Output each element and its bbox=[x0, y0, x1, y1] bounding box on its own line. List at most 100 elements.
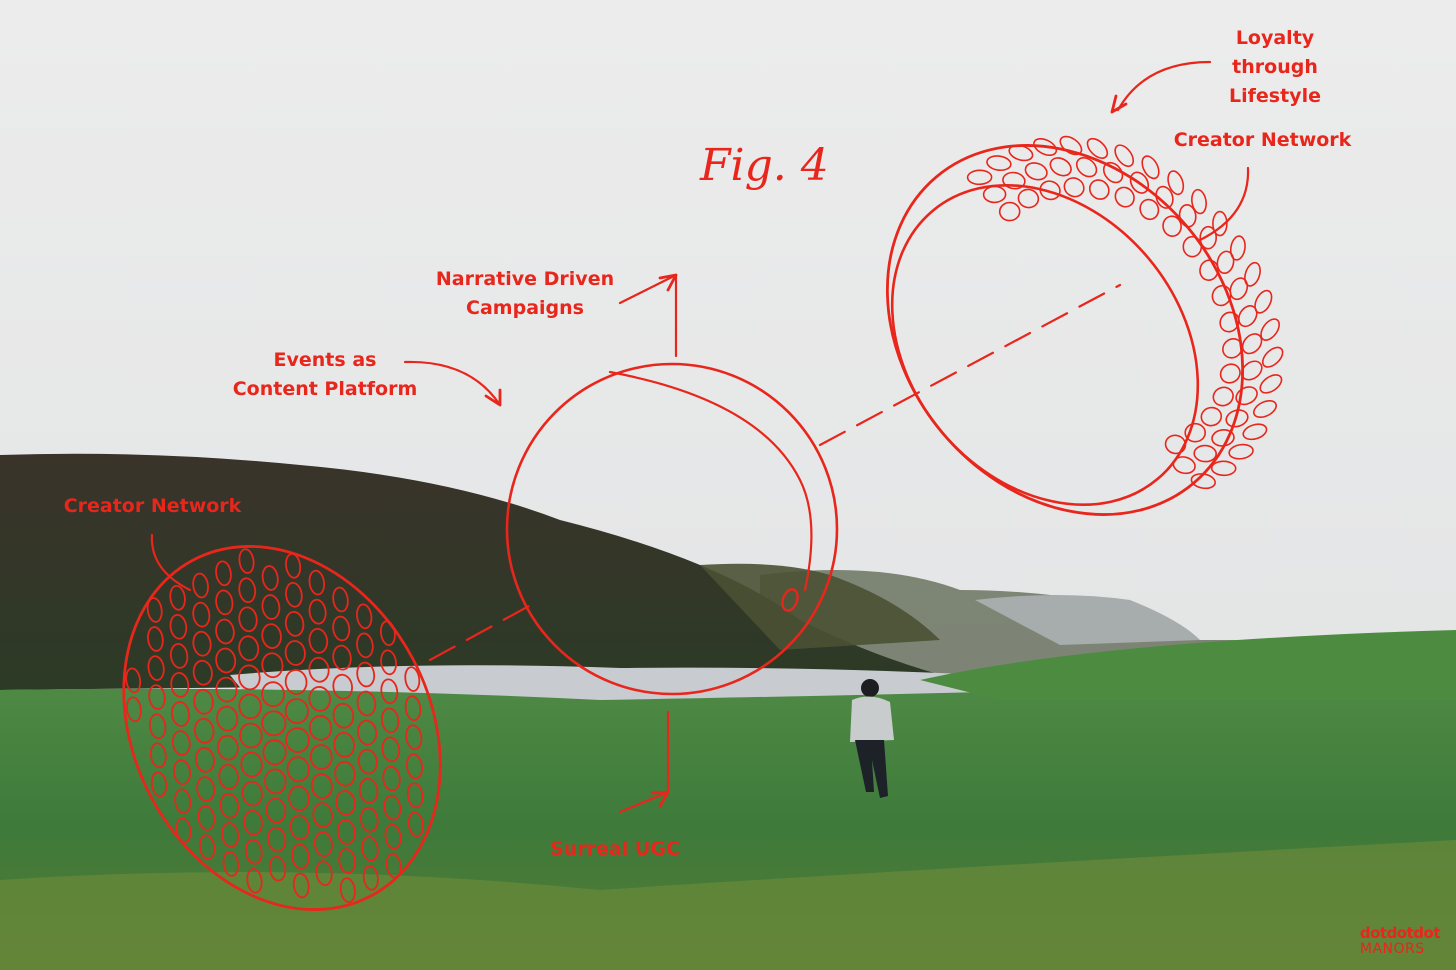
dimple bbox=[358, 777, 379, 804]
dimple bbox=[382, 765, 401, 792]
dimple bbox=[241, 780, 263, 807]
dimple bbox=[332, 673, 353, 700]
dimple bbox=[308, 569, 326, 596]
dimple bbox=[170, 672, 190, 698]
dimple bbox=[1229, 277, 1249, 301]
dimple bbox=[1219, 311, 1240, 333]
dimple bbox=[193, 717, 215, 744]
dimple bbox=[175, 817, 192, 844]
golf-ball-half-icon bbox=[122, 545, 442, 911]
narrative-arrowhead bbox=[658, 273, 678, 292]
dimple bbox=[357, 719, 378, 746]
dimple bbox=[1229, 235, 1246, 261]
dimple bbox=[193, 688, 214, 715]
dimple bbox=[239, 722, 263, 749]
dimple bbox=[356, 690, 377, 717]
dimple bbox=[215, 618, 235, 645]
dimple bbox=[292, 872, 310, 899]
dimple bbox=[308, 686, 331, 712]
dimple bbox=[332, 644, 352, 671]
dimple bbox=[1238, 305, 1258, 328]
dimple bbox=[215, 589, 234, 616]
dimple bbox=[1190, 473, 1216, 490]
dimple bbox=[405, 724, 423, 751]
dimple bbox=[173, 759, 191, 785]
brand-logo: dotdotdot MANORS bbox=[1360, 926, 1441, 957]
dimple bbox=[192, 659, 213, 686]
dimple bbox=[1211, 284, 1232, 307]
dimple bbox=[1075, 157, 1098, 178]
dimple bbox=[404, 666, 421, 692]
dimple bbox=[407, 811, 424, 838]
ugc-arrowhead bbox=[650, 790, 670, 808]
creator-right-leader bbox=[1198, 166, 1250, 242]
dimple bbox=[261, 594, 281, 620]
dimple bbox=[147, 626, 164, 652]
dimple bbox=[243, 809, 263, 836]
dimple bbox=[356, 661, 376, 688]
dimple bbox=[1155, 185, 1174, 209]
dimple bbox=[284, 698, 309, 724]
dimple bbox=[333, 731, 356, 758]
dimple bbox=[379, 620, 396, 647]
dimple bbox=[361, 835, 379, 862]
dimple bbox=[246, 867, 263, 894]
loyalty-arrowhead bbox=[1110, 94, 1128, 114]
dimple bbox=[192, 630, 212, 657]
dimple bbox=[221, 822, 240, 848]
dimple bbox=[222, 851, 240, 877]
dimple bbox=[1261, 346, 1284, 368]
dimple bbox=[1241, 360, 1263, 381]
dimple bbox=[1241, 333, 1263, 355]
dimple bbox=[1172, 456, 1196, 475]
dimple bbox=[380, 678, 399, 705]
dimple bbox=[261, 565, 279, 591]
dimple bbox=[1024, 162, 1048, 181]
dimple bbox=[198, 834, 216, 860]
dimple bbox=[1059, 135, 1083, 156]
dimple bbox=[315, 860, 333, 887]
leader-lines bbox=[150, 60, 1250, 814]
dimple bbox=[289, 814, 310, 841]
dimple bbox=[1212, 386, 1234, 407]
dimple bbox=[291, 843, 310, 870]
dimple bbox=[406, 782, 424, 809]
dimple bbox=[1235, 386, 1258, 406]
dimple bbox=[1114, 144, 1135, 168]
dimple bbox=[284, 611, 305, 637]
dimple bbox=[125, 667, 142, 694]
dimple bbox=[240, 751, 263, 778]
dimple bbox=[1162, 215, 1182, 237]
dimple bbox=[238, 664, 261, 691]
dimple bbox=[169, 584, 186, 611]
dimple bbox=[215, 676, 238, 703]
dimple bbox=[1178, 204, 1197, 228]
dimple bbox=[174, 788, 192, 815]
events-arrowhead bbox=[484, 388, 502, 407]
dimple bbox=[238, 635, 260, 662]
dimple bbox=[308, 715, 333, 741]
dimple bbox=[380, 649, 398, 676]
dimple bbox=[261, 681, 286, 708]
dimple bbox=[356, 632, 374, 659]
dimple bbox=[1141, 155, 1160, 180]
dimple bbox=[405, 753, 424, 780]
dimple bbox=[268, 855, 287, 882]
pale-headland bbox=[975, 595, 1200, 645]
dimple bbox=[169, 613, 188, 640]
dimple bbox=[1063, 177, 1085, 198]
ball-outline bbox=[122, 545, 442, 911]
dimple bbox=[196, 776, 216, 802]
label-creator-network-left: Creator Network bbox=[63, 495, 242, 517]
dimple bbox=[339, 877, 356, 903]
loyalty-leader bbox=[1116, 60, 1212, 112]
dimple bbox=[288, 785, 310, 812]
golf-ball-shell-icon bbox=[885, 135, 1284, 516]
dimple bbox=[148, 713, 167, 740]
dimple bbox=[308, 656, 330, 683]
dimple bbox=[1102, 161, 1124, 184]
dimple bbox=[1200, 406, 1223, 427]
events-leader bbox=[403, 360, 502, 407]
